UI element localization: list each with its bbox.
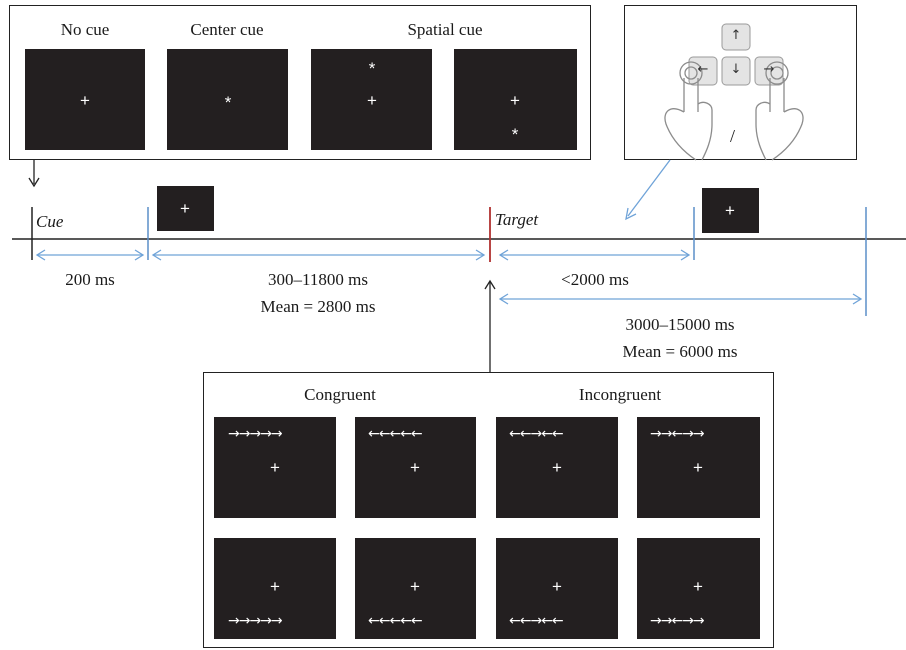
spatial-cue-asterisk-up: * [368, 59, 376, 78]
right-hand-icon [755, 61, 804, 161]
key-right-icon: → [763, 62, 775, 77]
target-screen [355, 538, 476, 639]
target-screen [637, 417, 760, 518]
fixation-cross: + [270, 577, 280, 596]
left-hand-icon [664, 61, 713, 161]
fixation-cross: + [367, 91, 377, 110]
target-label: Target [495, 210, 539, 229]
fixation-screen-1 [157, 186, 214, 231]
cue-duration-label: 200 ms [65, 270, 115, 289]
flanker-arrows: →→→→→ [228, 426, 283, 442]
target-screen [496, 538, 618, 639]
flanker-arrows: ←←→←← [509, 613, 564, 629]
spatial-cue-down-screen [454, 49, 577, 150]
flanker-arrows: ←←←←← [368, 613, 423, 629]
flanker-arrows: →→←→→ [650, 426, 705, 442]
key-down-icon: ↓ [730, 62, 742, 77]
fixation-cross: + [410, 577, 420, 596]
spatial-cue-label: Spatial cue [407, 20, 483, 39]
spatial-cue-up-screen [311, 49, 432, 150]
target-screen [355, 417, 476, 518]
key-left-icon: ← [697, 62, 709, 77]
target-screen [637, 538, 760, 639]
flanker-arrows: ←←→←← [509, 426, 564, 442]
flanker-arrows: →→←→→ [650, 613, 705, 629]
flanker-arrows: ←←←←← [368, 426, 423, 442]
key-up-icon: ↑ [730, 28, 742, 43]
fixation-cross: + [552, 577, 562, 596]
interval1-mean-label: Mean = 2800 ms [260, 297, 376, 316]
fixation-cross: + [80, 91, 90, 110]
no-cue-screen [25, 49, 145, 150]
key-separator: / [730, 126, 736, 146]
fixation-cross: + [693, 458, 703, 477]
interval2-range-label: 3000–15000 ms [625, 315, 735, 334]
incongruent-label: Incongruent [578, 385, 662, 404]
fixation-cross: + [180, 199, 190, 218]
flanker-arrows: →→→→→ [228, 613, 283, 629]
interval1-range-label: 300–11800 ms [268, 270, 368, 289]
fixation-cross: + [410, 458, 420, 477]
fixation-cross: + [510, 91, 520, 110]
center-cue-label: Center cue [190, 20, 264, 39]
fixation-cross: + [725, 201, 735, 220]
interval-arrows [35, 249, 863, 305]
response-window-label: <2000 ms [561, 270, 629, 289]
target-screen [214, 538, 336, 639]
center-cue-screen [167, 49, 288, 150]
no-cue-label: No cue [60, 20, 110, 39]
fixation-cross: + [270, 458, 280, 477]
target-screen [496, 417, 618, 518]
spatial-cue-asterisk-down: * [511, 125, 519, 144]
fixation-cross: + [552, 458, 562, 477]
interval2-mean-label: Mean = 6000 ms [622, 342, 738, 361]
target-screen [214, 417, 336, 518]
cue-label: Cue [36, 212, 64, 231]
fixation-screen-2 [702, 188, 759, 233]
center-cue-asterisk: * [224, 93, 232, 112]
fixation-cross: + [693, 577, 703, 596]
congruent-label: Congruent [304, 385, 376, 404]
